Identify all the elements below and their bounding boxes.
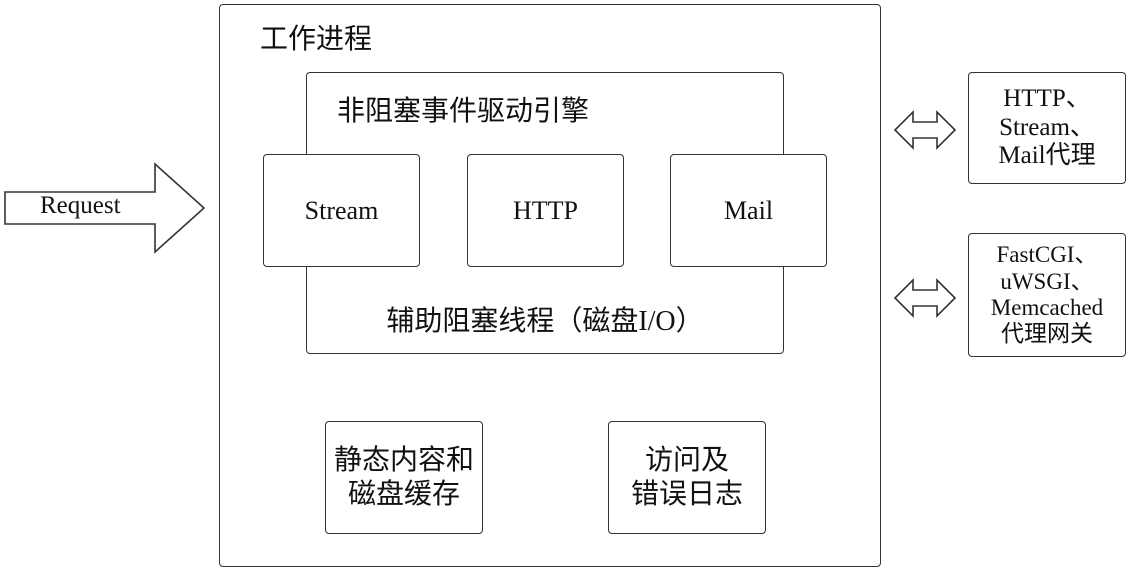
static-content-cache-label: 静态内容和 磁盘缓存 xyxy=(333,444,474,510)
event-engine-title: 非阻塞事件驱动引擎 xyxy=(337,96,590,127)
proxy-label: HTTP、 Stream、 Mail代理 xyxy=(998,84,1096,170)
module-stream-box: Stream xyxy=(263,154,420,267)
module-mail-box: Mail xyxy=(670,154,827,267)
module-http-box: HTTP xyxy=(467,154,624,267)
access-error-log-label: 访问及 错误日志 xyxy=(630,444,743,510)
static-content-cache-box: 静态内容和 磁盘缓存 xyxy=(325,421,483,534)
module-stream-label: Stream xyxy=(304,195,379,225)
request-arrow xyxy=(4,162,206,254)
module-http-label: HTTP xyxy=(513,195,578,225)
double-arrow-proxy xyxy=(893,110,957,150)
access-error-log-box: 访问及 错误日志 xyxy=(608,421,766,534)
module-mail-label: Mail xyxy=(723,195,774,225)
proxy-box: HTTP、 Stream、 Mail代理 xyxy=(968,72,1126,184)
gateway-box: FastCGI、 uWSGI、 Memcached 代理网关 xyxy=(968,233,1126,357)
gateway-label: FastCGI、 uWSGI、 Memcached 代理网关 xyxy=(990,242,1104,347)
worker-process-title: 工作进程 xyxy=(260,24,373,55)
double-arrow-gateway xyxy=(893,278,957,318)
helper-thread-label: 辅助阻塞线程（磁盘I/O） xyxy=(386,306,704,337)
request-label: Request xyxy=(40,192,121,219)
